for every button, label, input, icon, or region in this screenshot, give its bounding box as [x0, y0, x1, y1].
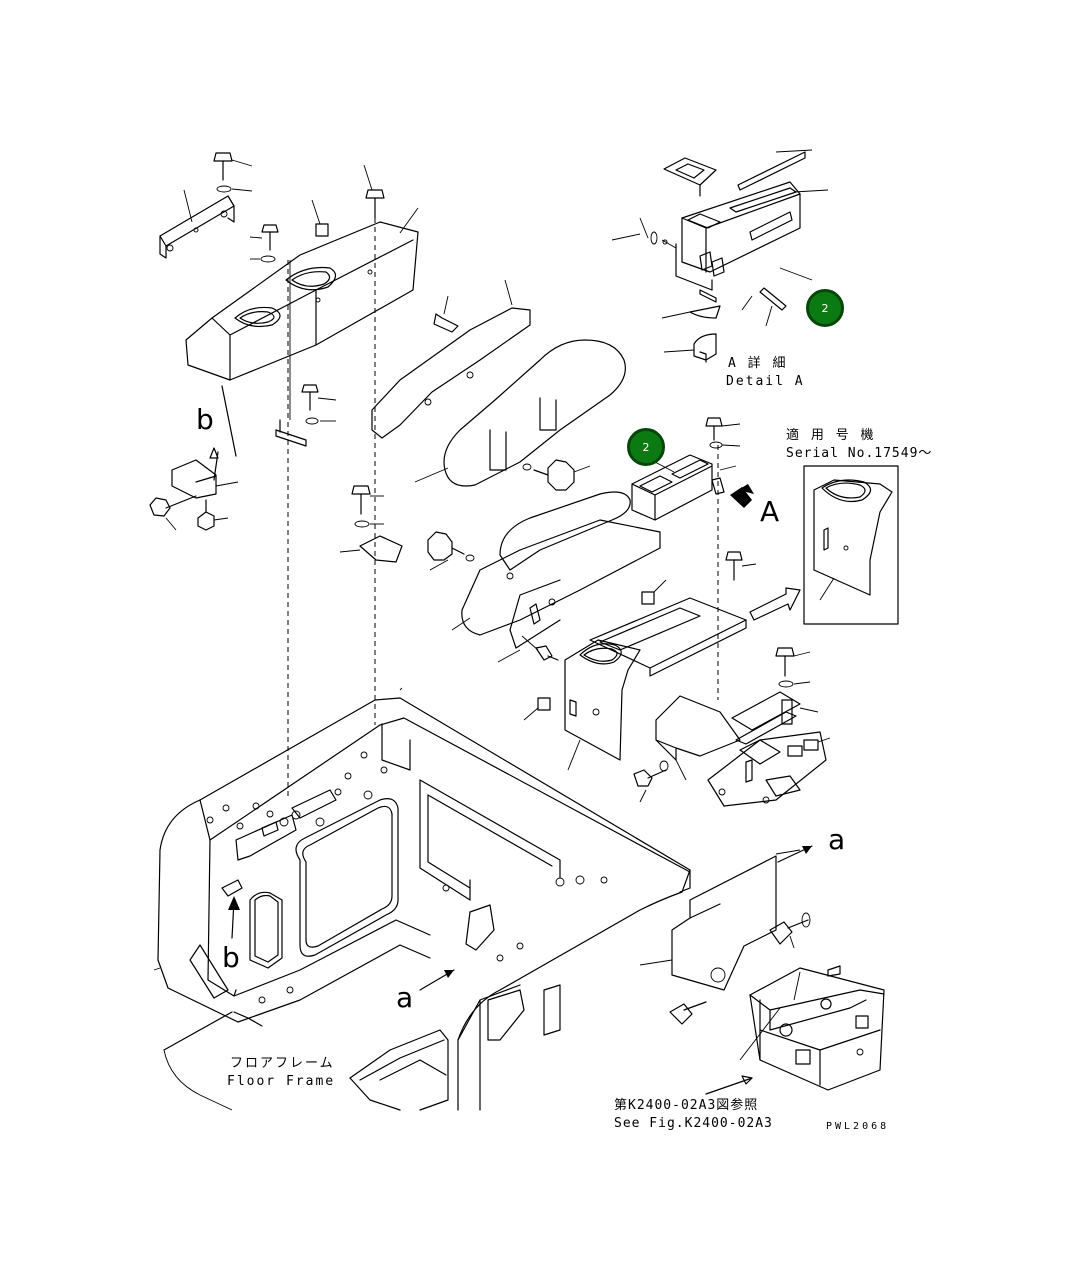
ref-letter-a-upper: a — [828, 823, 846, 856]
armrest-lower — [451, 491, 661, 663]
control-block — [707, 647, 831, 807]
arrow-a-upper — [777, 845, 813, 863]
armrest-upper — [371, 279, 626, 487]
floor-frame-label-jp: フロアフレーム — [230, 1056, 335, 1071]
callout-badge-switch[interactable]: 2 — [627, 428, 665, 466]
battery-box — [705, 965, 885, 1095]
serial-detail-inset — [749, 465, 899, 625]
switch-panel — [631, 417, 741, 521]
serial-label-en: Serial No.17549～ — [786, 446, 933, 461]
arrow-view-a — [730, 484, 754, 508]
see-figure-label-en: See Fig.K2400-02A3 — [614, 1116, 773, 1131]
callout-badge-detail-a[interactable]: 2 — [806, 289, 844, 327]
bolt-center — [433, 295, 459, 333]
detail-a-assembly — [611, 149, 829, 363]
floor-frame-label-en: Floor Frame — [227, 1074, 336, 1089]
view-letter-a: A — [760, 495, 780, 528]
drawing-code: PWL2068 — [826, 1121, 890, 1132]
arrow-a-lower — [419, 969, 455, 991]
knob-upper — [522, 459, 591, 491]
top-left-bracket — [159, 189, 235, 259]
detail-a-label-jp: A 詳 細 — [728, 356, 788, 371]
console-base-plate — [589, 551, 757, 677]
ref-letter-b-upper: b — [196, 403, 214, 436]
mounting-bracket — [633, 695, 741, 803]
detail-a-label-en: Detail A — [726, 374, 805, 389]
lower-console-cover — [521, 635, 641, 771]
left-clips — [149, 384, 337, 531]
arrow-b-lower — [221, 879, 243, 939]
serial-label-jp: 適 用 号 機 — [786, 428, 876, 443]
bolts-top-left — [213, 152, 419, 263]
floor-frame — [153, 687, 691, 1111]
side-cover — [639, 849, 811, 1025]
bolts-mid — [339, 485, 403, 563]
ref-letter-b-lower: b — [222, 941, 240, 974]
ref-letter-a-lower: a — [396, 981, 414, 1014]
top-console-cover — [185, 221, 419, 381]
see-figure-label-jp: 第K2400-02A3図参照 — [614, 1098, 759, 1113]
knob-lower — [427, 531, 475, 571]
